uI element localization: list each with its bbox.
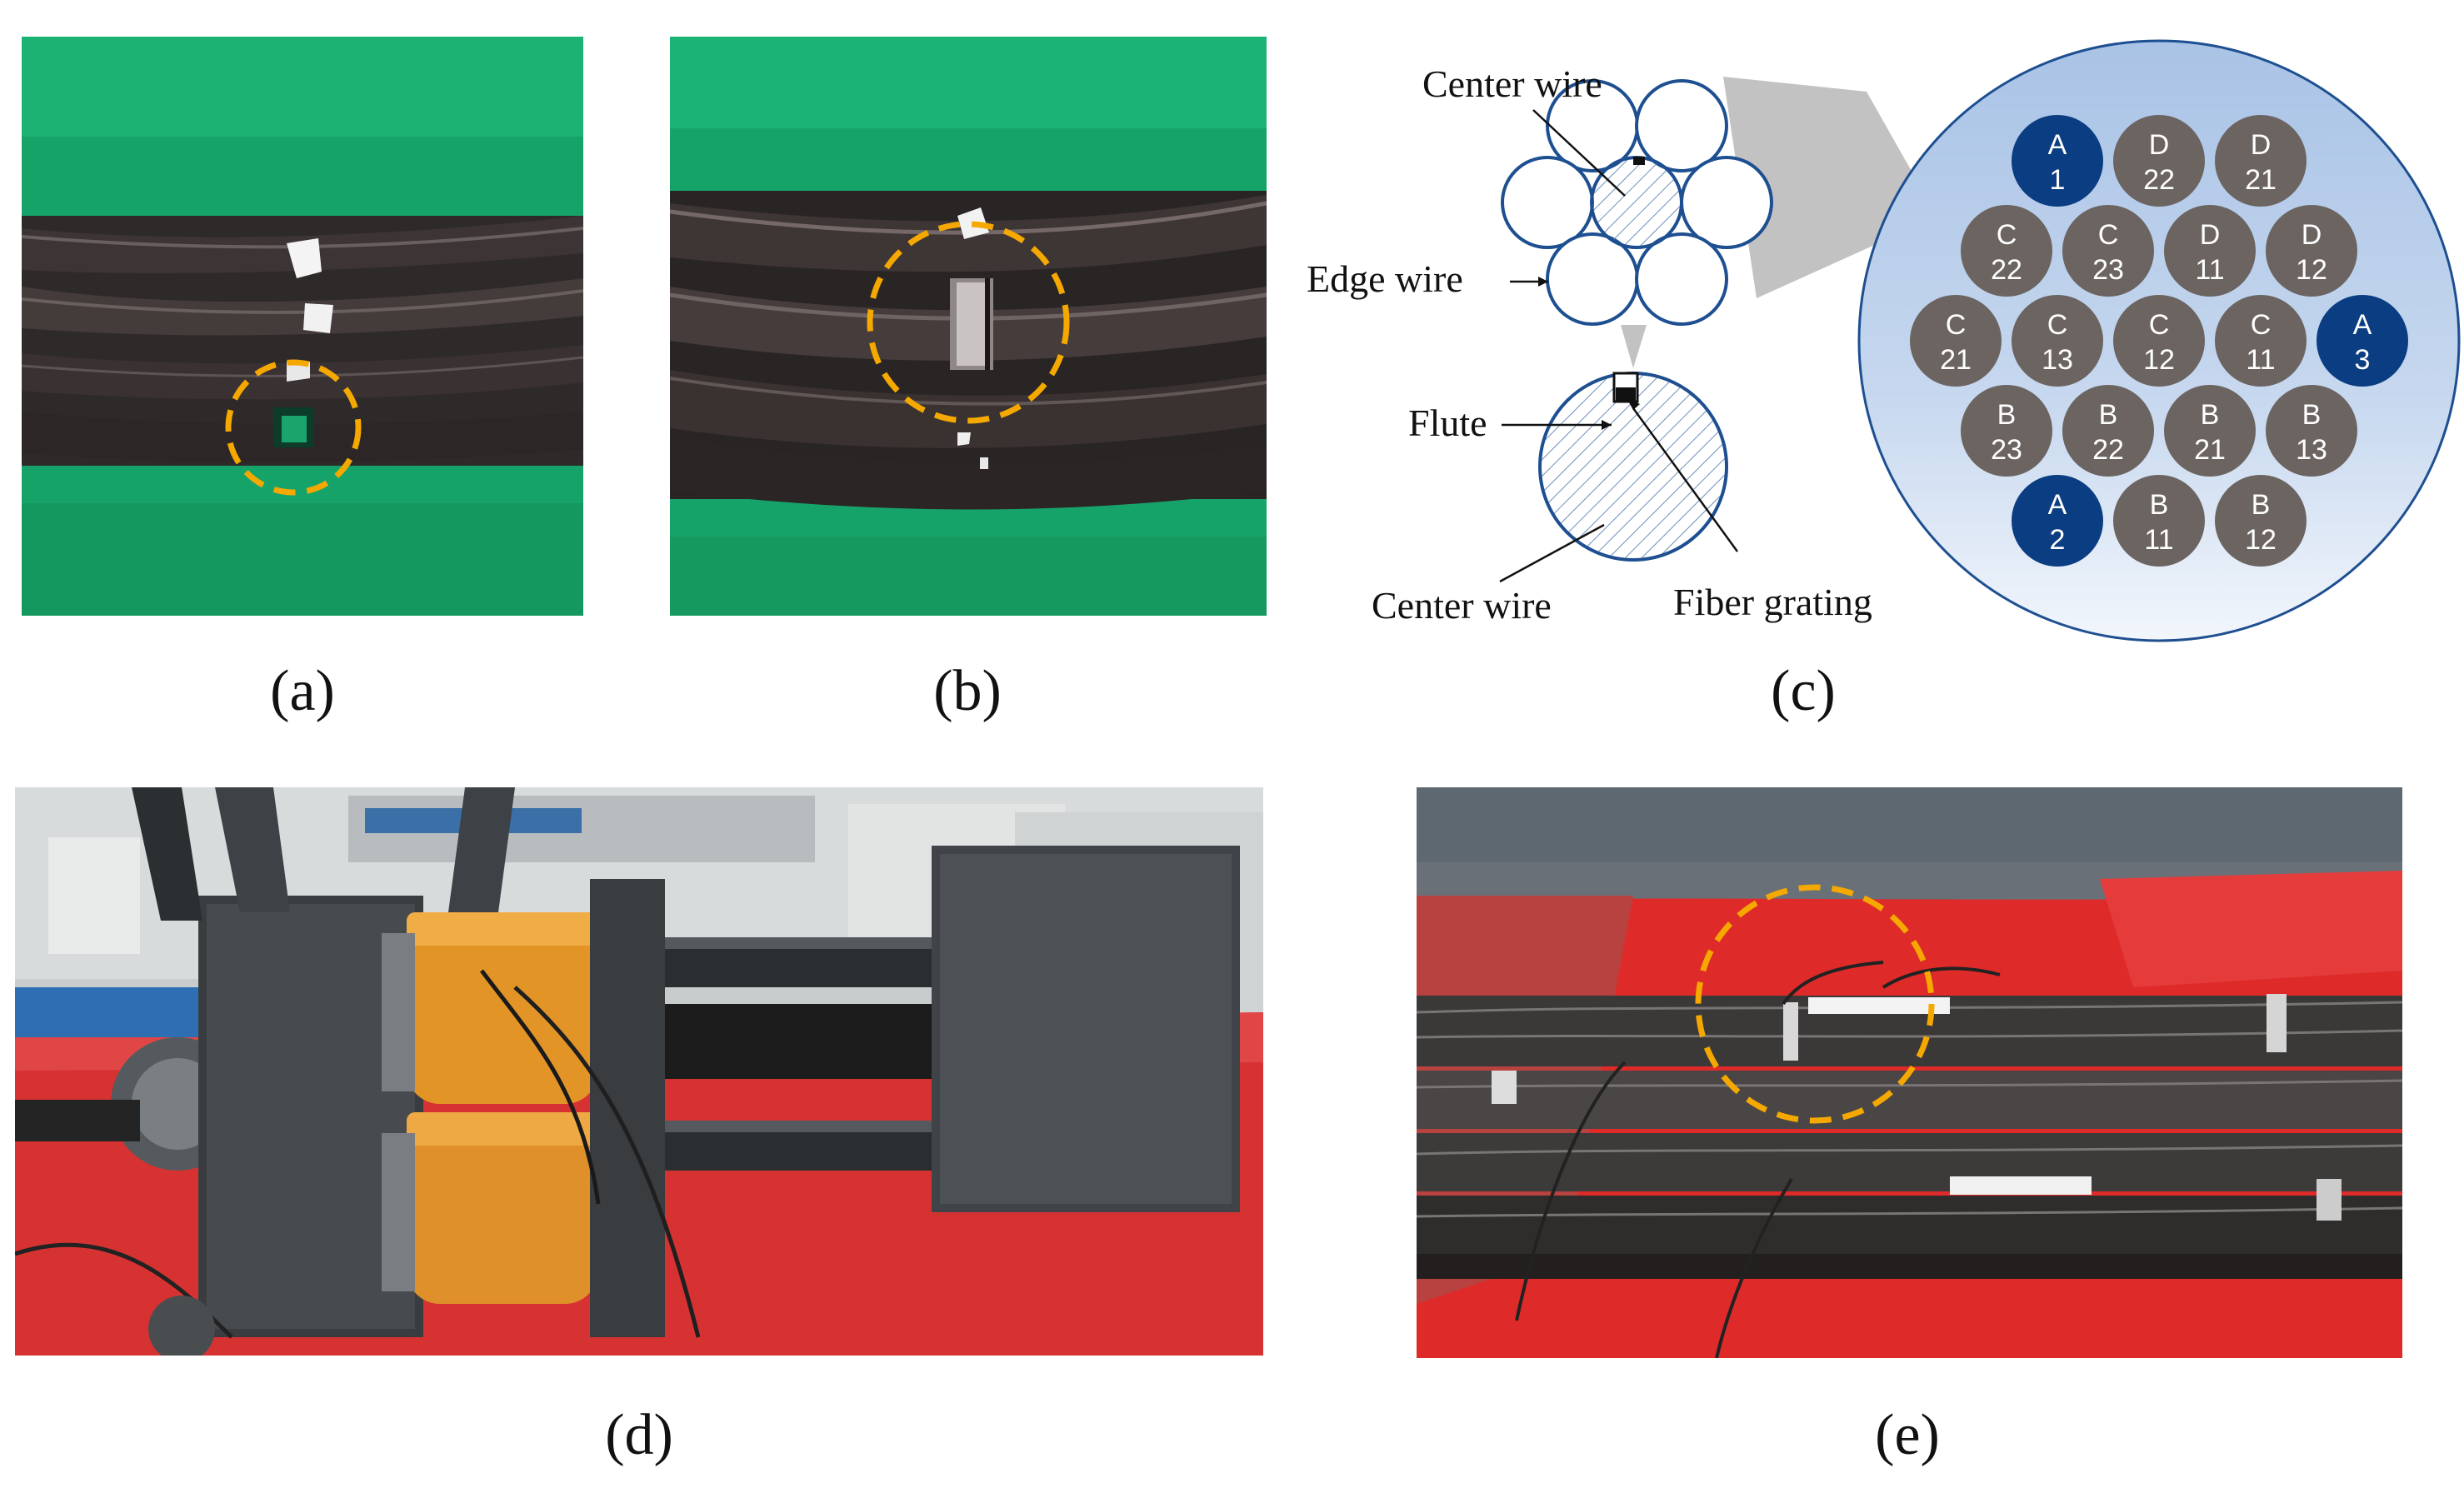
center-wire-label-top: Center wire [1422,62,1602,105]
strand-cell-b13: B13 [2266,385,2357,477]
strand-cell-number: 22 [1991,254,2022,286]
strand-cell-d12: D12 [2266,205,2357,297]
strand-cell-letter: B [1997,399,2017,431]
strand-cell-number: 11 [2195,254,2224,286]
strand-cell-b11: B11 [2113,475,2205,567]
flute-label: Flute [1408,402,1487,444]
strand-cell-number: 2 [2050,524,2066,556]
strand-cell-c13: C13 [2012,295,2103,387]
center-wire-label-bottom: Center wire [1372,584,1552,627]
strand-cell-number: 12 [2245,524,2277,556]
strand-cell-number: 12 [2143,344,2175,376]
strand-cell-letter: D [2200,219,2221,251]
strand-cell-letter: A [2048,489,2067,521]
strand-cell-letter: B [2099,399,2118,431]
strand-cell-b22: B22 [2062,385,2154,477]
strand-cell-letter: B [2252,489,2271,521]
strand-cell-letter: C [1997,219,2017,251]
caption-d: (d) [605,1403,673,1467]
strand-cell-number: 13 [2296,434,2327,466]
photo-b [670,37,1267,616]
steel-strand-photo-icon [670,37,1267,616]
strand-cell-number: 12 [2296,254,2327,286]
diagram-c: Center wire Edge wire Flute Center wire … [1283,25,2464,658]
edge-wire-label: Edge wire [1307,257,1463,300]
strand-cell-number: 21 [2245,164,2277,196]
strand-cell-letter: D [2149,129,2170,161]
strand-cell-letter: C [2251,309,2272,341]
strand-cell-a1: A1 [2012,115,2103,207]
strand-cell-letter: C [2047,309,2068,341]
strand-cell-d22: D22 [2113,115,2205,207]
steel-strand-photo-icon [22,37,583,616]
caption-a: (a) [270,659,335,723]
seven-wire-section [1501,79,1773,326]
strand-cell-c22: C22 [1961,205,2052,297]
strand-cell-c11: C11 [2215,295,2307,387]
strand-cell-c23: C23 [2062,205,2154,297]
strand-cell-a2: A2 [2012,475,2103,567]
strand-cell-number: 1 [2050,164,2066,196]
photo-a [22,37,583,616]
strand-cell-number: 11 [2144,524,2173,556]
strand-cell-number: 11 [2246,344,2275,376]
caption-c: (c) [1771,659,1836,723]
strand-cell-letter: D [2251,129,2272,161]
strand-cell-number: 22 [2143,164,2175,196]
strand-grid: A1D22D21C22C23D11D12C21C13C12C11A3B23B22… [1910,115,2408,567]
caption-e: (e) [1875,1403,1940,1467]
hydraulic-jack-test-rig-photo-icon [15,787,1263,1356]
strand-cell-letter: C [2149,309,2170,341]
cable-bundle-photo-icon [1417,787,2402,1358]
strand-cell-b12: B12 [2215,475,2307,567]
strand-cell-number: 21 [1940,344,1972,376]
strand-cell-d11: D11 [2164,205,2256,297]
strand-cell-number: 23 [2092,254,2124,286]
strand-cell-letter: A [2353,309,2372,341]
strand-cell-number: 21 [2194,434,2226,466]
strand-cross-section-diagram: Center wire Edge wire Flute Center wire … [1307,39,2461,642]
strand-cell-letter: C [1946,309,1967,341]
strand-cell-number: 23 [1991,434,2022,466]
strand-cell-letter: B [2302,399,2322,431]
strand-cell-number: 22 [2092,434,2124,466]
fiber-grating-label: Fiber grating [1673,581,1872,623]
strand-cell-number: 13 [2042,344,2073,376]
photo-d [15,787,1263,1356]
strand-cell-c12: C12 [2113,295,2205,387]
photo-e [1417,787,2402,1358]
strand-cell-a3: A3 [2317,295,2408,387]
strand-cell-letter: B [2201,399,2220,431]
caption-b: (b) [933,659,1002,723]
strand-cell-letter: D [2302,219,2322,251]
strand-cell-number: 3 [2355,344,2371,376]
strand-cell-letter: A [2048,129,2067,161]
strand-cell-letter: C [2098,219,2119,251]
strand-cell-d21: D21 [2215,115,2307,207]
strand-cell-letter: B [2150,489,2169,521]
strand-cell-c21: C21 [1910,295,2002,387]
strand-cell-b21: B21 [2164,385,2256,477]
strand-cell-b23: B23 [1961,385,2052,477]
